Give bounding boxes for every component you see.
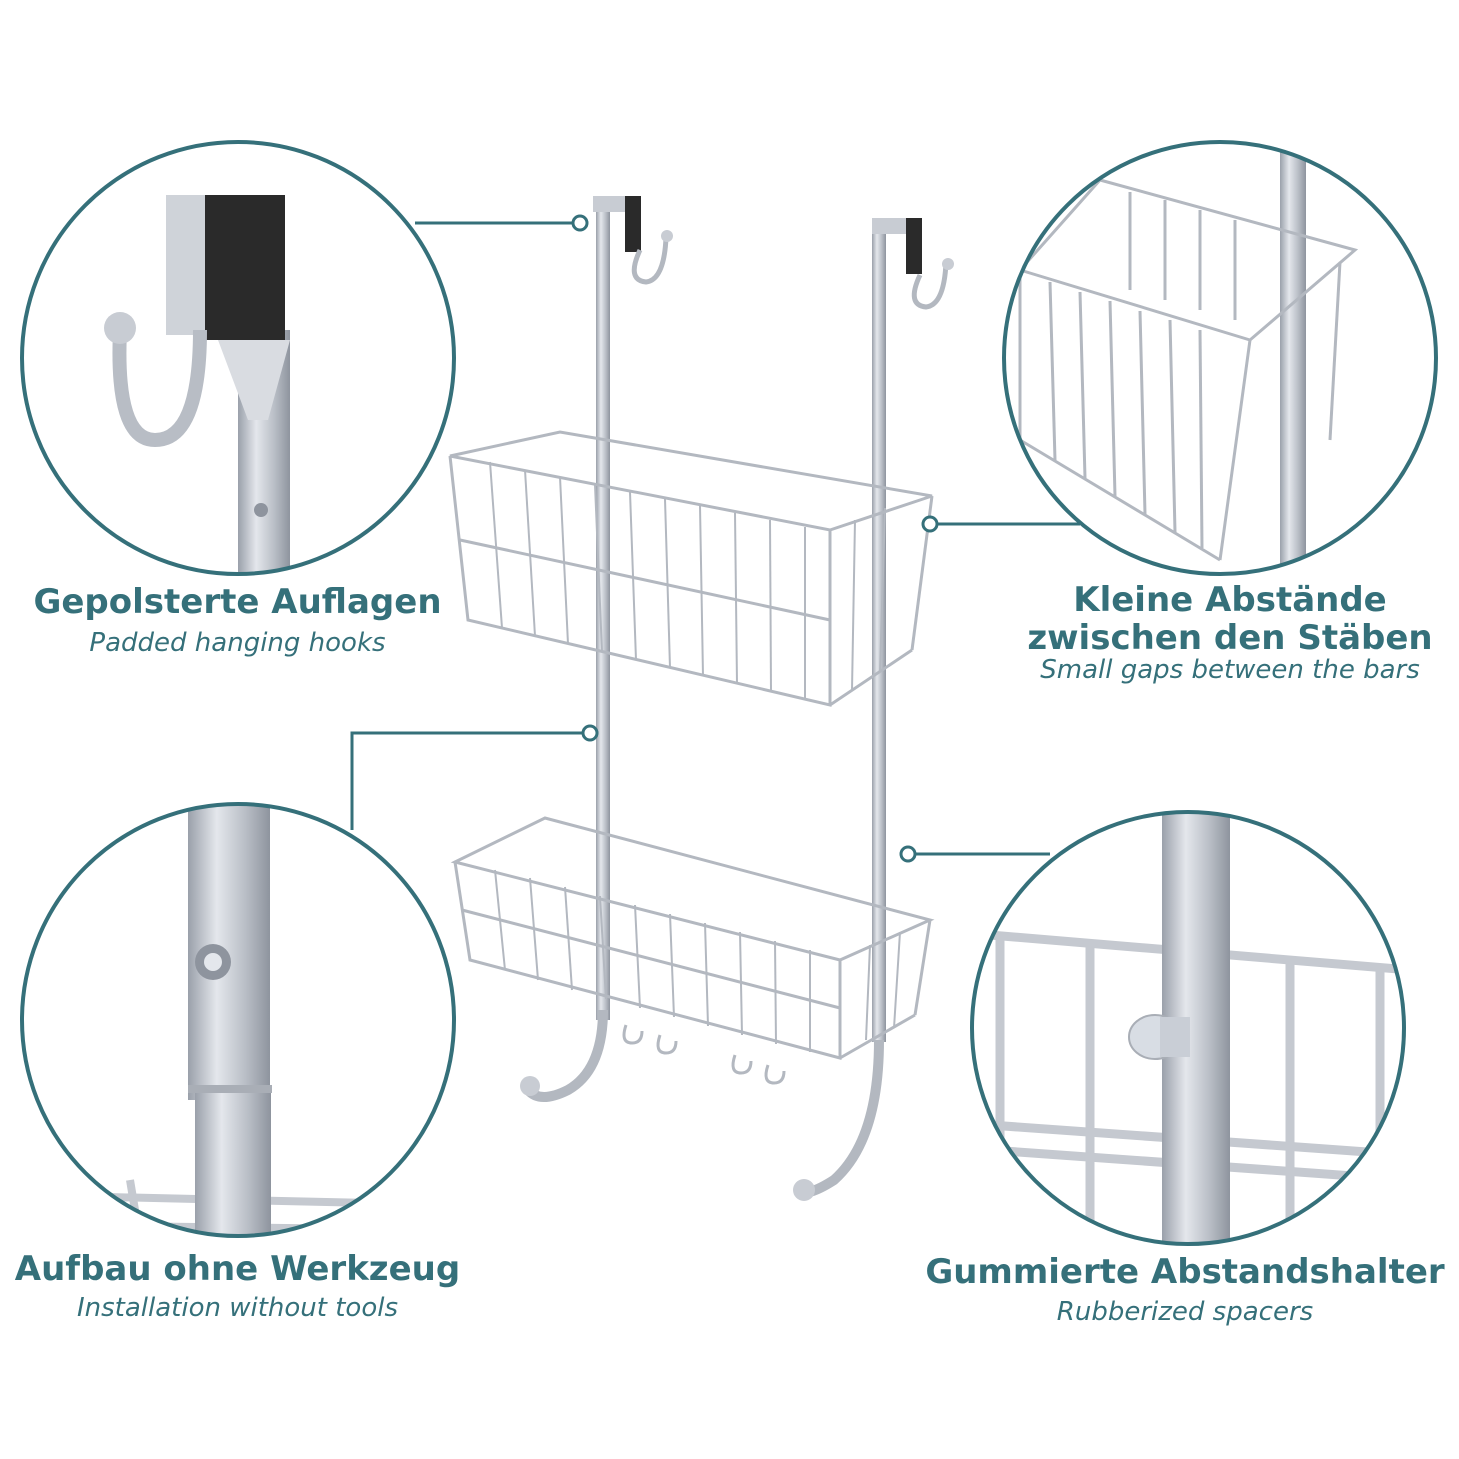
feature-subtitle-padded-hooks: Padded hanging hooks xyxy=(89,628,386,658)
detail-circle-basket-bars xyxy=(1002,140,1438,576)
feature-subtitle-small-gaps: Small gaps between the bars xyxy=(1040,655,1420,685)
feature-title-rubber-spacers: Gummierte Abstandshalter xyxy=(925,1252,1445,1292)
shower-caddy xyxy=(448,196,954,1201)
feature-title-padded-hooks: Gepolsterte Auflagen xyxy=(33,582,442,622)
detail-circle-tool-free xyxy=(20,802,456,1238)
feature-title-tool-free: Aufbau ohne Werkzeug xyxy=(14,1249,461,1289)
detail-circle-padded-hook xyxy=(20,140,456,576)
feature-subtitle-tool-free: Installation without tools xyxy=(76,1293,399,1323)
detail-circle-rubber-spacer xyxy=(970,810,1406,1246)
feature-title-small-gaps: Kleine Abstände zwischen den Stäben xyxy=(1027,580,1433,658)
callout-lines xyxy=(350,214,1080,863)
feature-subtitle-rubber-spacers: Rubberized spacers xyxy=(1056,1297,1314,1327)
